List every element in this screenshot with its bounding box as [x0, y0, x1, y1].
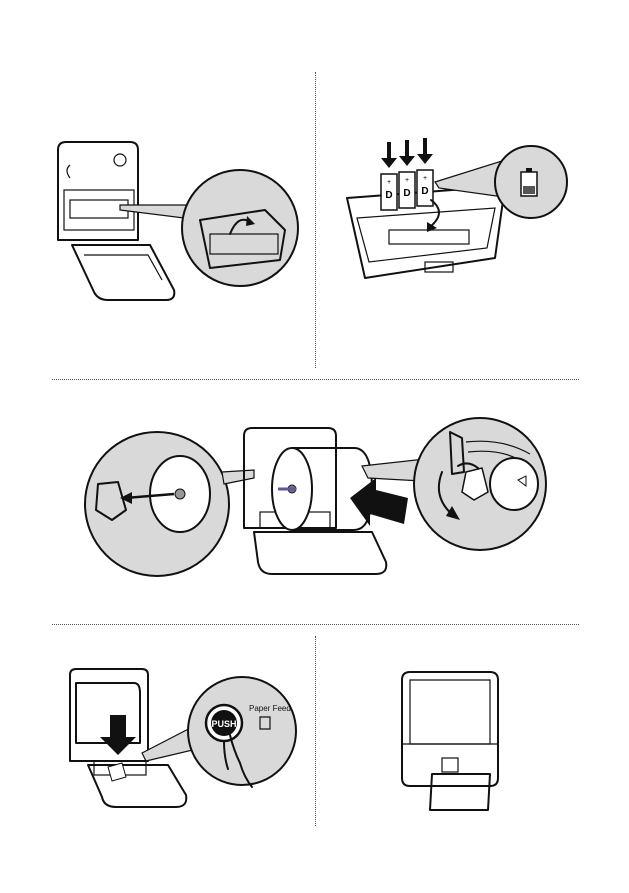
- push-button-zoom: PUSH Paper Feed: [188, 677, 296, 787]
- roll-holder-zoom-left: [85, 432, 229, 576]
- battery-3-label: D: [421, 186, 428, 197]
- upper-horizontal-divider: [52, 379, 579, 380]
- dispenser-front-illustration: [396, 670, 506, 815]
- paper-feed-label: Paper Feed: [249, 704, 291, 713]
- dispenser-window: [410, 680, 490, 744]
- low-battery-zoom: [495, 146, 567, 218]
- battery-insert-illustration: + D + D + D: [335, 138, 575, 298]
- battery-1: + D: [381, 174, 397, 210]
- battery-2: + D: [399, 172, 415, 208]
- step-open-battery-compartment: [50, 130, 310, 310]
- push-roll-arrow-icon: [350, 478, 408, 526]
- roll-holder-zoom-right: [414, 418, 546, 550]
- push-feed-illustration: PUSH Paper Feed: [64, 665, 304, 815]
- open-dispenser-illustration: [50, 130, 310, 310]
- battery-1-plus: +: [387, 179, 391, 186]
- battery-2-label: D: [403, 188, 410, 199]
- battery-door-zoom: [182, 170, 298, 286]
- lower-horizontal-divider: [52, 624, 579, 625]
- paper-roll: [272, 448, 372, 530]
- top-vertical-divider: [315, 72, 316, 368]
- step-insert-batteries: + D + D + D: [335, 138, 575, 298]
- push-button-label: PUSH: [211, 719, 236, 729]
- feed-button-icon: [442, 758, 458, 772]
- step-load-paper-roll: [82, 412, 552, 592]
- step-dispense-paper: [396, 670, 506, 815]
- battery-1-label: D: [385, 190, 392, 201]
- step-push-paper-feed: PUSH Paper Feed: [64, 665, 304, 815]
- paper-down-arrow-icon: [100, 715, 136, 755]
- bottom-vertical-divider: [315, 636, 316, 826]
- battery-3-plus: +: [423, 175, 427, 182]
- paper-roll-loading-illustration: [82, 412, 552, 592]
- dispensed-paper: [430, 774, 490, 810]
- down-arrows-icon: [381, 138, 433, 168]
- battery-2-plus: +: [405, 177, 409, 184]
